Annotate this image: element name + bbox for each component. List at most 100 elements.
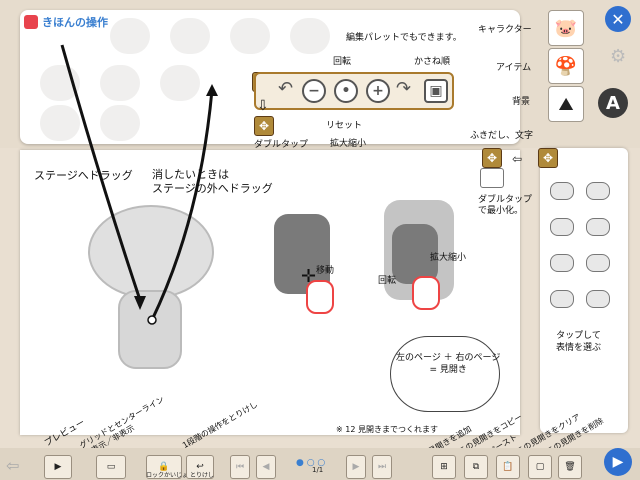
expression-face[interactable] <box>550 218 574 236</box>
zoom-in-button[interactable]: + <box>366 79 390 103</box>
expression-face[interactable] <box>550 254 574 272</box>
rotate-left-icon[interactable]: ↶ <box>278 78 294 99</box>
ghost-character[interactable] <box>110 18 150 54</box>
item-label: アイテム <box>496 63 532 73</box>
pig-icon: 🐷 <box>554 17 578 39</box>
landscape-icon: ⛰ <box>558 93 574 115</box>
pig-character-head[interactable] <box>88 205 214 299</box>
zoom-label: 拡大縮小 <box>330 139 367 149</box>
background-label: 背景 <box>512 97 531 107</box>
arrow-left-icon: ⇦ <box>512 152 523 166</box>
pig-character-body[interactable] <box>118 290 182 369</box>
monitor-icon: ▶ <box>54 462 62 472</box>
tap-expression-label: タップして 表情を選ぶ <box>556 331 602 353</box>
expression-face[interactable] <box>550 182 574 200</box>
palette-edit-label: 編集パレットでもできます。 <box>346 33 462 43</box>
grid-button[interactable]: ▭ <box>96 455 126 479</box>
layer-order-button[interactable]: ▣ <box>424 79 448 103</box>
page-title: きほんの操作 <box>24 14 108 30</box>
character-button[interactable]: 🐷 <box>548 10 584 46</box>
next-button[interactable]: ▶ <box>604 448 632 476</box>
last-page-button[interactable]: ⏭ <box>372 455 392 479</box>
move-icon: ✥ <box>542 151 554 165</box>
remove-label-2: ステージの外へドラッグ <box>152 182 273 195</box>
arrow-down-icon: ⇩ <box>257 98 269 114</box>
bubble-text-label: ふきだし、文字 <box>470 131 534 141</box>
clear-icon: ▢ <box>535 462 545 472</box>
remove-label-1: 消したいときは <box>152 168 229 181</box>
drag-stage-label: ステージへドラッグ <box>34 169 133 182</box>
copy-icon: ⧉ <box>472 462 480 472</box>
zoom-out-button[interactable]: − <box>302 79 326 103</box>
bubble-preview[interactable] <box>480 168 504 188</box>
prev-page-icon: ◀ <box>262 462 270 472</box>
zoom-right-label: 拡大縮小 <box>430 253 467 263</box>
next-page-button[interactable]: ▶ <box>346 455 366 479</box>
copy-spread-button[interactable]: ⧉ <box>464 455 488 479</box>
finger-icon <box>306 280 334 314</box>
back-arrow-icon[interactable]: ⇦ <box>6 456 20 475</box>
play-icon: ▶ <box>612 454 624 470</box>
next-page-icon: ▶ <box>352 462 360 472</box>
lock-button[interactable]: 🔒 <box>146 455 182 479</box>
add-spread-button[interactable]: ⊞ <box>432 455 456 479</box>
page-indicator: 1/1 <box>312 466 324 474</box>
ghost-character[interactable] <box>230 18 270 54</box>
ghost-character[interactable] <box>170 18 210 54</box>
trash-icon: 🗑 <box>564 462 576 472</box>
edit-toolbar: ↶ − • + ↷ ▣ <box>254 72 454 110</box>
character-label: キャラクター <box>478 25 532 35</box>
first-page-button[interactable]: ⏮ <box>230 455 250 479</box>
dot-icon: • <box>341 83 351 99</box>
paste-button[interactable]: 📋 <box>496 455 520 479</box>
rotate-label: 回転 <box>333 57 352 67</box>
last-page-icon: ⏭ <box>377 462 387 472</box>
undo-button-label: とりけし <box>190 472 215 479</box>
background-button[interactable]: ⛰ <box>548 86 584 122</box>
lock-icon: 🔒 <box>158 462 170 472</box>
panel-move-handle[interactable]: ✥ <box>538 148 558 168</box>
item-button[interactable]: 🍄 <box>548 48 584 84</box>
pig-logo-icon <box>24 15 38 29</box>
first-page-icon: ⏮ <box>235 462 245 472</box>
gear-icon[interactable]: ⚙ <box>610 46 627 67</box>
move-handle-minimized[interactable]: ✥ <box>254 116 274 136</box>
text-a-icon: A <box>606 92 620 114</box>
move-icon: ✥ <box>258 119 270 133</box>
expression-face[interactable] <box>586 290 610 308</box>
plus-icon: + <box>372 83 384 99</box>
clear-spread-button[interactable]: ▢ <box>528 455 552 479</box>
reset-button[interactable]: • <box>334 79 358 103</box>
delete-spread-button[interactable]: 🗑 <box>558 455 582 479</box>
grid-icon: ▭ <box>106 462 116 472</box>
expression-face[interactable] <box>586 182 610 200</box>
finger-icon <box>412 276 440 310</box>
ghost-character[interactable] <box>100 65 140 101</box>
undo-button[interactable]: ↩ <box>186 455 214 479</box>
ghost-character[interactable] <box>290 18 330 54</box>
expression-face[interactable] <box>586 254 610 272</box>
close-button[interactable]: ✕ <box>605 6 631 32</box>
rotate-right-icon[interactable]: ↷ <box>396 78 412 99</box>
undo-icon: ↩ <box>196 462 204 472</box>
order-label: かさね順 <box>414 57 451 67</box>
reset-label: リセット <box>326 121 363 131</box>
max-spreads-label: ※ 12 見開きまでつくれます <box>336 425 438 434</box>
double-tap-right-label: ダブルタップ で最小化。 <box>478 195 533 216</box>
expression-face[interactable] <box>586 218 610 236</box>
expression-face[interactable] <box>550 290 574 308</box>
ghost-character[interactable] <box>40 105 80 141</box>
ghost-character[interactable] <box>100 105 140 141</box>
move-label: 移動 <box>316 266 335 276</box>
text-bubble-button[interactable]: A <box>598 88 628 118</box>
prev-page-button[interactable]: ◀ <box>256 455 276 479</box>
bubble-move-handle[interactable]: ✥ <box>482 148 502 168</box>
lock-button-label: ロックかいじょ <box>146 472 189 479</box>
minus-icon: − <box>308 83 320 99</box>
paste-icon: 📋 <box>502 462 514 472</box>
layers-icon: ▣ <box>429 83 443 99</box>
ghost-character[interactable] <box>160 65 200 101</box>
spread-bubble <box>390 336 500 412</box>
preview-button[interactable]: ▶ <box>44 455 72 479</box>
